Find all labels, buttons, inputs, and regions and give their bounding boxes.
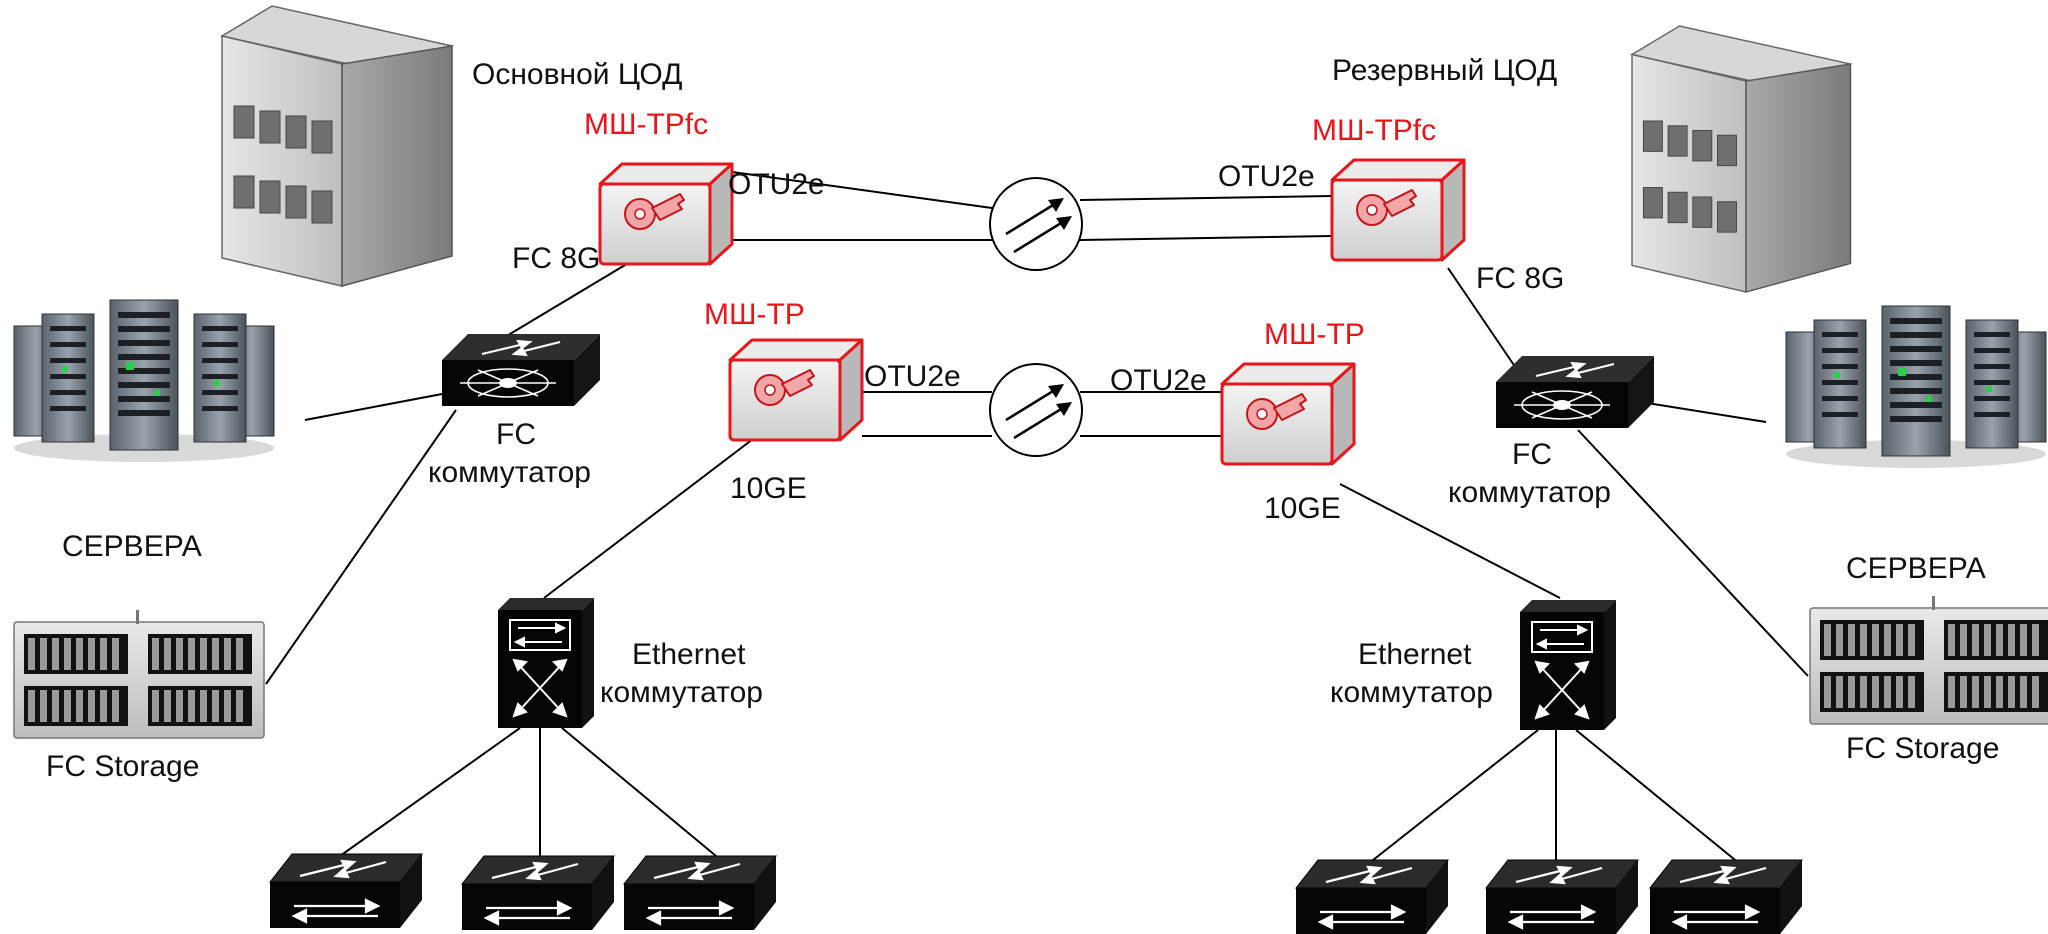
link-otu-top-upper (731, 171, 993, 209)
encryptor-label-eth-right: МШ-ТР (1264, 318, 1365, 351)
link-label-otu-top-right: OTU2e (1218, 160, 1315, 193)
link-otu-top-lower-right (1079, 235, 1333, 241)
ethernet-switch-icon (1519, 599, 1617, 731)
storage-label-left: FC Storage (46, 750, 199, 783)
ethernet-switch-icon (497, 597, 595, 729)
key-encryptor-icon (728, 338, 864, 442)
access-switch-icon (460, 854, 616, 932)
key-encryptor-icon (1330, 158, 1466, 262)
site-label-backup: Резервный ЦОД (1332, 54, 1557, 87)
building-icon (221, 5, 453, 287)
encryptor-label-fc-right: МШ-ТРfc (1312, 114, 1436, 147)
link-fc-right-storage (1577, 429, 1809, 677)
storage-array-icon (1809, 595, 2048, 725)
link-access-right-1 (1367, 729, 1539, 865)
link-fc-left-servers (304, 393, 443, 421)
link-label-otu-mid-left: OTU2e (864, 360, 961, 393)
link-label-otu-top-left: OTU2e (728, 168, 825, 201)
optical-mux-icon (988, 362, 1084, 458)
eth-switch-label-right-word: коммутатор (1330, 676, 1493, 709)
fc-switch-icon (441, 333, 601, 407)
link-access-left-1 (339, 727, 521, 857)
eth-switch-label-right-eth: Ethernet (1358, 638, 1472, 671)
key-encryptor-icon (598, 162, 734, 266)
fc-switch-label-right-word: коммутатор (1448, 476, 1611, 509)
servers-label-left: СЕРВЕРА (62, 530, 202, 563)
link-label-fc-right: FC 8G (1476, 262, 1564, 295)
link-fc-right-encryptor (1447, 267, 1521, 375)
building-icon (1631, 25, 1852, 293)
server-rack-icon (13, 299, 275, 463)
connection-lines (265, 171, 1809, 865)
access-switch-icon (268, 852, 424, 930)
servers-label-right: СЕРВЕРА (1846, 552, 1986, 585)
link-access-left-3 (561, 727, 717, 857)
access-switch-icon (1294, 858, 1450, 934)
link-otu-top-upper-right (1079, 195, 1333, 201)
fc-switch-icon (1495, 355, 1655, 429)
eth-switch-label-left-word: коммутатор (600, 676, 763, 709)
fc-switch-label-left-word: коммутатор (428, 456, 591, 489)
storage-array-icon (13, 609, 265, 739)
access-switch-icon (622, 854, 778, 932)
link-label-ge-left: 10GE (730, 472, 807, 505)
site-label-primary: Основной ЦОД (472, 58, 682, 91)
fc-switch-label-left-fc: FC (496, 418, 536, 451)
encryptor-label-eth-left: МШ-ТР (704, 298, 805, 331)
link-fc-left-encryptor (499, 255, 641, 341)
server-rack-icon (1785, 305, 2047, 469)
storage-label-right: FC Storage (1846, 732, 1999, 765)
optical-mux-icon (988, 176, 1084, 272)
link-access-right-3 (1575, 729, 1741, 865)
key-encryptor-icon (1220, 362, 1356, 466)
link-label-otu-mid-right: OTU2e (1110, 364, 1207, 397)
fc-switch-label-right-fc: FC (1512, 438, 1552, 471)
link-label-fc-left: FC 8G (512, 242, 600, 275)
access-switch-icon (1484, 858, 1640, 934)
link-fc-left-storage (265, 409, 457, 685)
link-ge-right (1339, 483, 1561, 599)
link-label-ge-right: 10GE (1264, 492, 1341, 525)
access-switch-icon (1648, 858, 1804, 934)
eth-switch-label-left-eth: Ethernet (632, 638, 746, 671)
link-ge-left (543, 425, 771, 599)
encryptor-label-fc-left: МШ-ТРfc (584, 108, 708, 141)
